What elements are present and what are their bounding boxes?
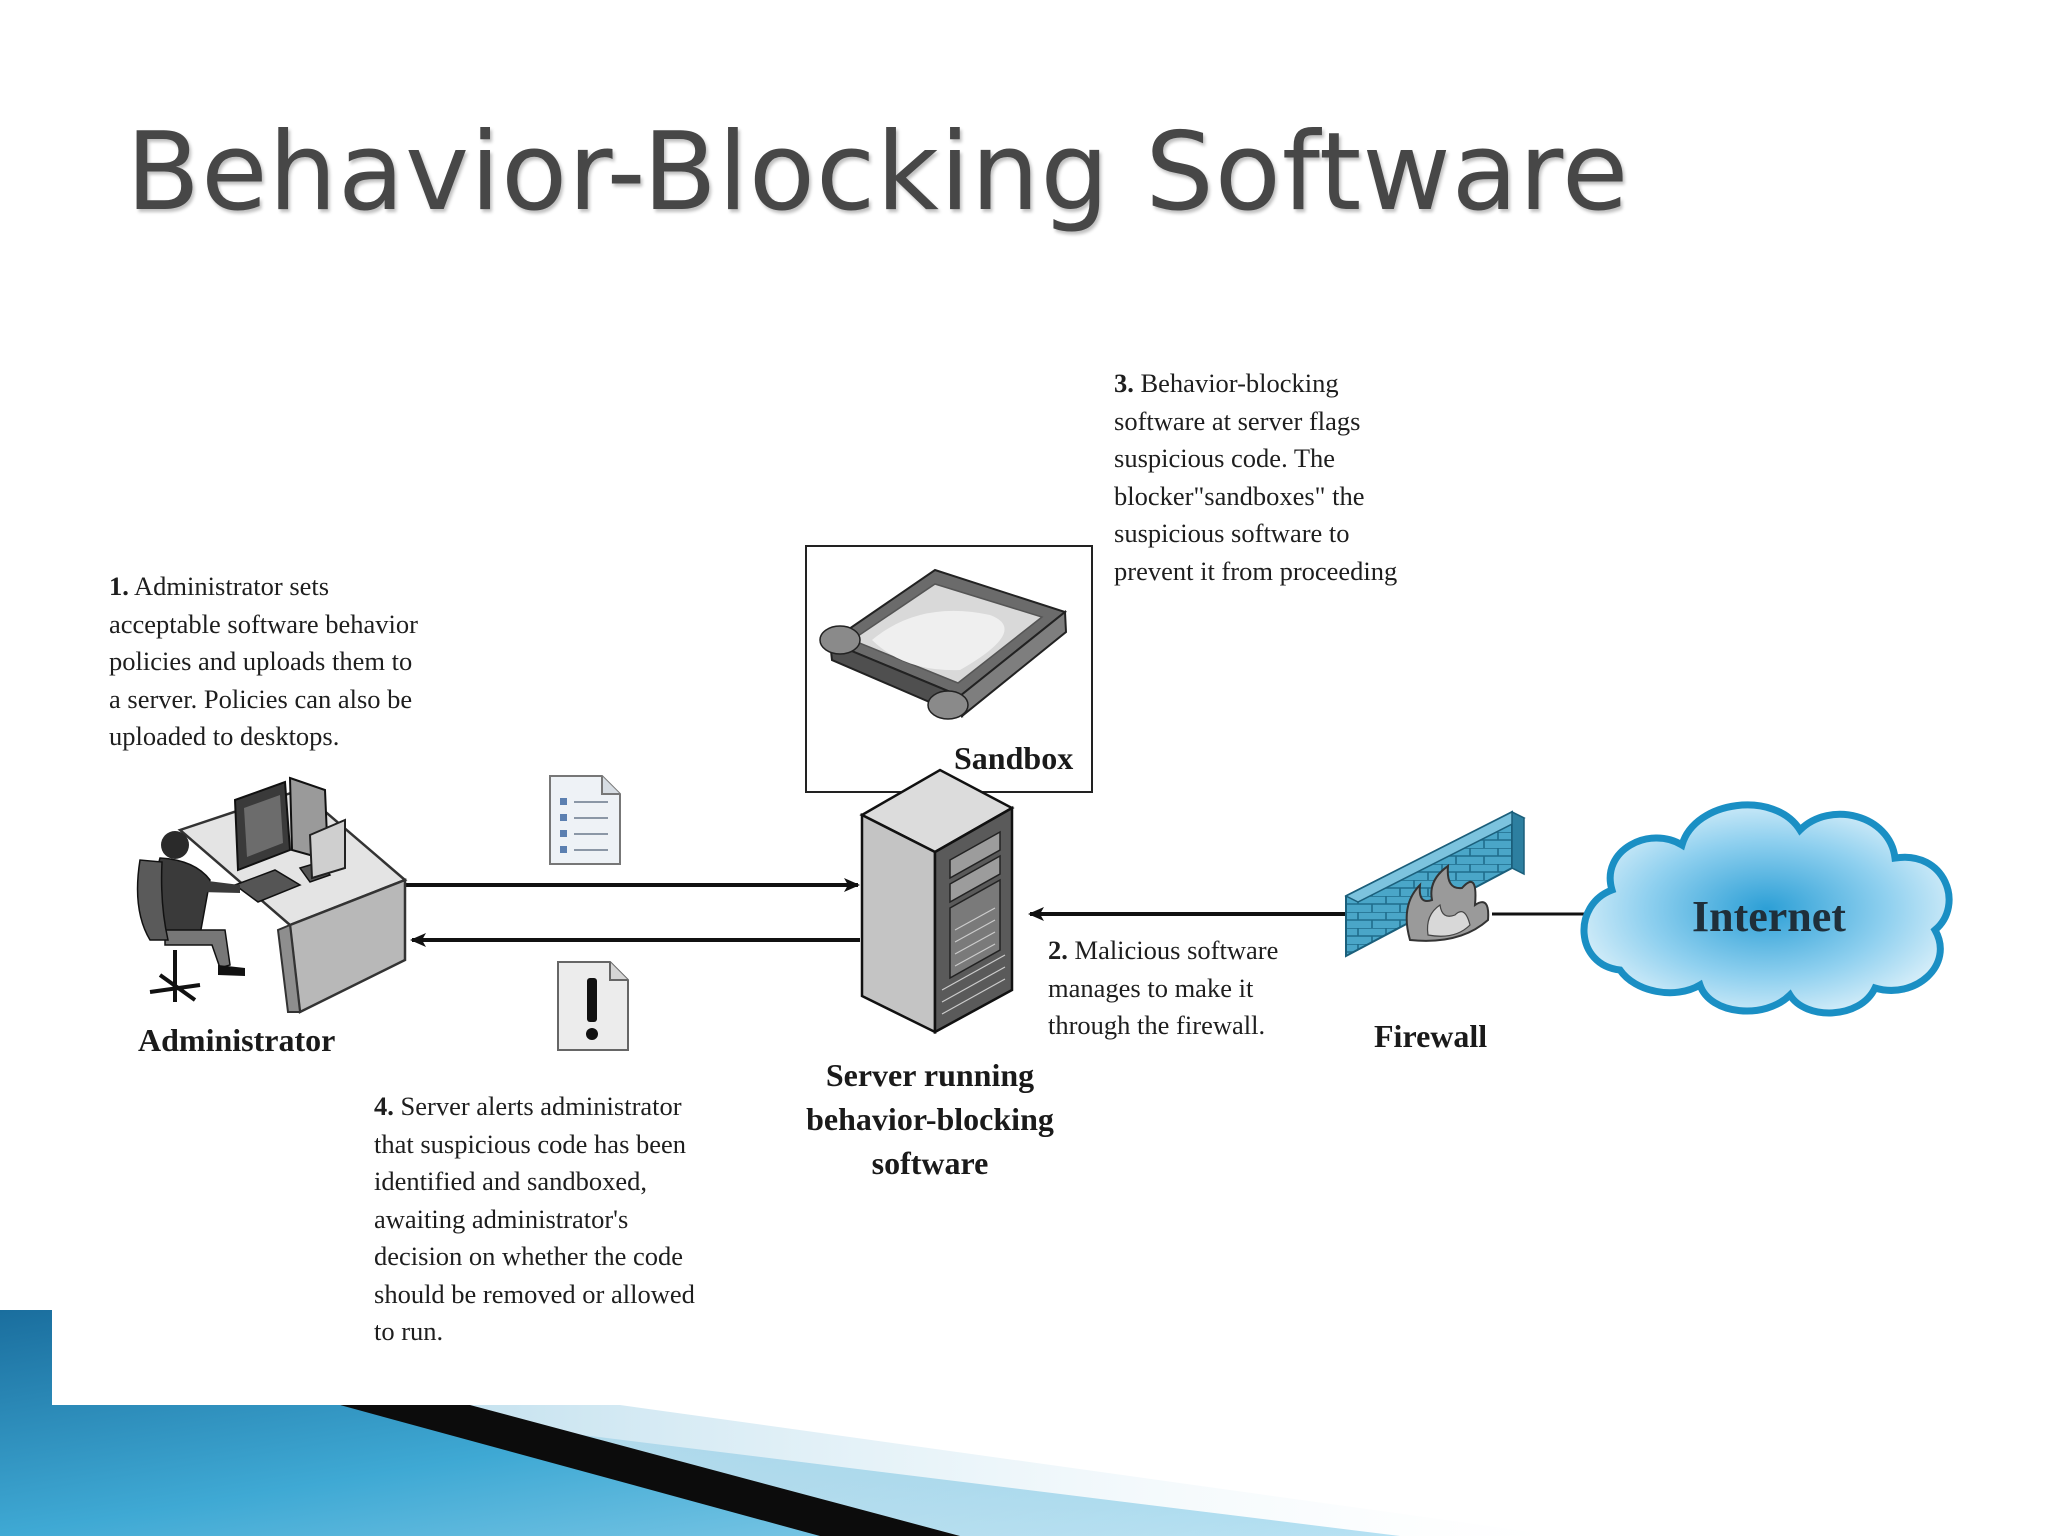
connection-arrows (405, 878, 1592, 947)
cloud-icon (1580, 801, 1953, 1017)
person-at-desk-icon (136, 776, 408, 1014)
step-text-line: policies and uploads them to (109, 646, 413, 676)
step-text-line: manages to make it (1048, 972, 1254, 1003)
step-4-note: 4. Server alerts administrator that susp… (374, 1088, 695, 1351)
step-text-line: prevent it from proceeding (1114, 555, 1398, 586)
sandbox-icon (805, 545, 1093, 793)
server-label: Server running behavior-blocking softwar… (780, 1053, 1080, 1185)
step-number: 1. (109, 571, 129, 601)
corner-decoration (0, 1310, 1560, 1536)
step-text-line: should be removed or allowed (374, 1278, 695, 1309)
step-text-line: through the firewall. (1048, 1010, 1266, 1040)
brick-wall-fire-icon (1344, 810, 1526, 958)
firewall-label: Firewall (1374, 1018, 1488, 1054)
step-text-line: acceptable software behavior (109, 608, 418, 639)
step-text-line: that suspicious code has been (374, 1128, 687, 1159)
step-text-line: a server. Policies can also be (109, 683, 413, 714)
step-text-line: Administrator sets (134, 571, 330, 601)
internet-label: Internet (1692, 892, 1846, 941)
step-2-note: 2. Malicious software manages to make it… (1048, 932, 1278, 1045)
step-text-line: to run. (374, 1316, 444, 1346)
sandbox-label: Sandbox (954, 740, 1074, 776)
step-number: 2. (1048, 935, 1068, 965)
step-text-line: Malicious software (1074, 935, 1279, 965)
server-label-line: behavior-blocking (806, 1101, 1054, 1137)
step-text-line: Behavior-blocking (1140, 368, 1339, 398)
slide-title: Behavior-Blocking Software (126, 110, 1630, 235)
step-text-line: blocker"sandboxes" the (1114, 480, 1365, 511)
server-rack-icon (859, 768, 1015, 1035)
step-text-line: uploaded to desktops. (109, 721, 340, 751)
step-text-line: Server alerts administrator (400, 1091, 682, 1121)
step-1-note: 1. Administrator sets acceptable softwar… (109, 568, 418, 756)
step-text-line: software at server flags (1114, 405, 1361, 436)
exclamation-document-icon (557, 961, 629, 1051)
server-label-line: software (871, 1145, 989, 1181)
step-text-line: decision on whether the code (374, 1241, 684, 1271)
step-number: 3. (1114, 368, 1134, 398)
step-text-line: identified and sandboxed, (374, 1166, 648, 1196)
step-text-line: awaiting administrator's (374, 1203, 629, 1234)
administrator-label: Administrator (138, 1022, 336, 1058)
step-text-line: suspicious code. The (1114, 443, 1336, 473)
step-3-note: 3. Behavior-blocking software at server … (1114, 365, 1397, 590)
step-number: 4. (374, 1091, 394, 1121)
step-text-line: suspicious software to (1114, 518, 1350, 548)
server-label-line: Server running (825, 1057, 1035, 1093)
document-list-icon (549, 775, 621, 865)
